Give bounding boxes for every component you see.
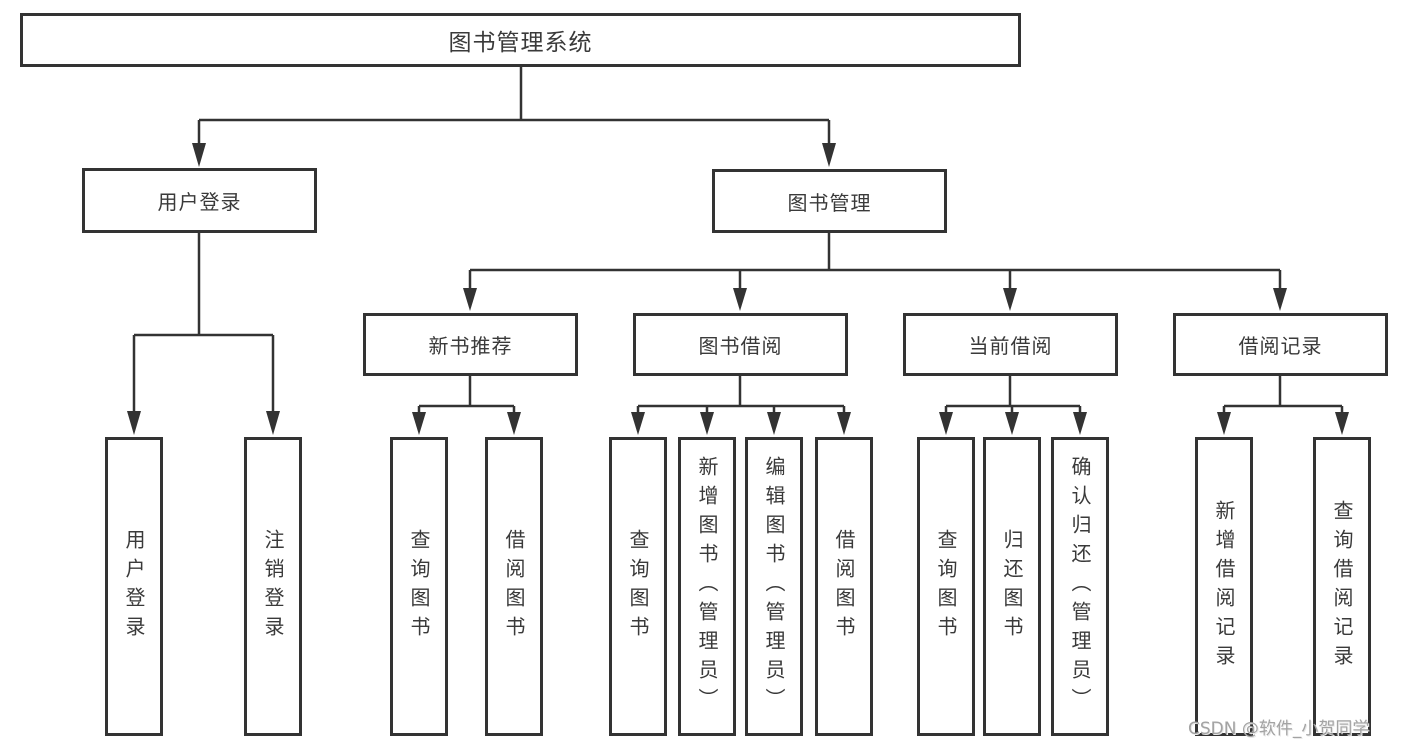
leaf-add-borrow-record-label: 新增借阅记录 bbox=[1212, 499, 1236, 674]
node-new-book-recommendation: 新书推荐 bbox=[363, 313, 578, 376]
node-root: 图书管理系统 bbox=[20, 13, 1021, 67]
leaf-borrow-books-borrowing: 借阅图书 bbox=[815, 437, 873, 736]
leaf-search-books-borrowing-label: 查询图书 bbox=[626, 528, 650, 645]
leaf-return-books: 归还图书 bbox=[983, 437, 1041, 736]
node-book-management: 图书管理 bbox=[712, 169, 947, 233]
node-current-borrowing: 当前借阅 bbox=[903, 313, 1118, 376]
leaf-search-borrow-record: 查询借阅记录 bbox=[1313, 437, 1371, 736]
leaf-add-book-admin-label: 新增图书（管理员） bbox=[695, 456, 719, 717]
leaf-add-book-admin: 新增图书（管理员） bbox=[678, 437, 736, 736]
leaf-return-books-label: 归还图书 bbox=[1000, 528, 1024, 645]
leaf-search-books-borrowing: 查询图书 bbox=[609, 437, 667, 736]
leaf-logout-label: 注销登录 bbox=[261, 528, 285, 645]
node-book-borrowing: 图书借阅 bbox=[633, 313, 848, 376]
leaf-borrow-books-recommend-label: 借阅图书 bbox=[502, 528, 526, 645]
leaf-confirm-return-admin-label: 确认归还（管理员） bbox=[1068, 456, 1092, 717]
leaf-logout: 注销登录 bbox=[244, 437, 302, 736]
leaf-search-books-current-label: 查询图书 bbox=[934, 528, 958, 645]
leaf-edit-book-admin: 编辑图书（管理员） bbox=[745, 437, 803, 736]
leaf-user-login-label: 用户登录 bbox=[122, 528, 146, 645]
node-user-login: 用户登录 bbox=[82, 168, 317, 233]
leaf-search-books-recommend-label: 查询图书 bbox=[407, 528, 431, 645]
leaf-search-borrow-record-label: 查询借阅记录 bbox=[1330, 499, 1354, 674]
node-borrow-records: 借阅记录 bbox=[1173, 313, 1388, 376]
leaf-confirm-return-admin: 确认归还（管理员） bbox=[1051, 437, 1109, 736]
leaf-edit-book-admin-label: 编辑图书（管理员） bbox=[762, 456, 786, 717]
leaf-search-books-current: 查询图书 bbox=[917, 437, 975, 736]
leaf-borrow-books-borrowing-label: 借阅图书 bbox=[832, 528, 856, 645]
watermark: CSDN @软件_小贺同学 bbox=[1188, 719, 1370, 739]
leaf-add-borrow-record: 新增借阅记录 bbox=[1195, 437, 1253, 736]
leaf-user-login: 用户登录 bbox=[105, 437, 163, 736]
leaf-search-books-recommend: 查询图书 bbox=[390, 437, 448, 736]
leaf-borrow-books-recommend: 借阅图书 bbox=[485, 437, 543, 736]
